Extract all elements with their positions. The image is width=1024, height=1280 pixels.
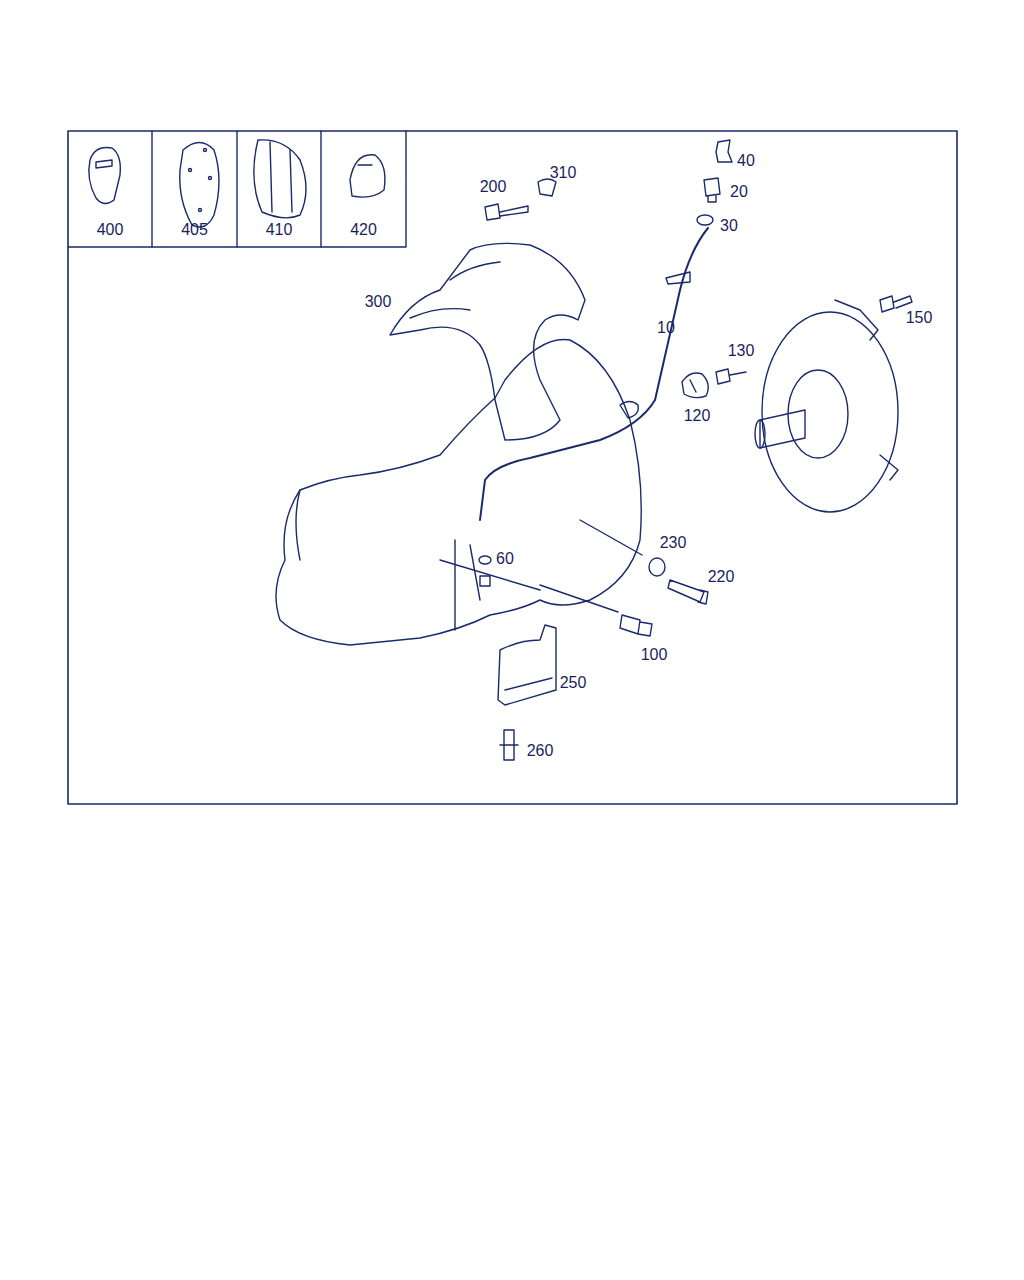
callout-number: 130 (728, 343, 755, 359)
callout-number: 200 (480, 179, 507, 195)
callout-number: 150 (906, 310, 933, 326)
callout-number: 220 (708, 569, 735, 585)
dipstick-tube (480, 228, 708, 520)
inset-cell: 405 (152, 131, 237, 247)
callout-number: 420 (321, 222, 406, 238)
callout-number: 30 (720, 218, 738, 234)
callout-number: 300 (365, 294, 392, 310)
callout-number: 60 (496, 551, 514, 567)
callout-number: 260 (527, 743, 554, 759)
inset-strip (68, 131, 406, 247)
inset-cell: 410 (237, 131, 321, 247)
callout-number: 410 (237, 222, 321, 238)
shield (390, 243, 585, 440)
bracket (498, 625, 556, 705)
callout-number: 405 (152, 222, 237, 238)
callout-number: 250 (560, 675, 587, 691)
frame (68, 131, 957, 804)
callout-number: 230 (660, 535, 687, 551)
callout-number: 40 (737, 153, 755, 169)
callout-number: 20 (730, 184, 748, 200)
torque-converter (762, 312, 898, 512)
callout-number: 100 (641, 647, 668, 663)
transmission-housing (276, 340, 641, 646)
callout-number: 120 (684, 408, 711, 424)
callout-number: 310 (550, 165, 577, 181)
callout-number: 10 (657, 320, 675, 336)
inset-cell: 420 (321, 131, 406, 247)
inset-cell: 400 (68, 131, 152, 247)
callout-number: 400 (68, 222, 152, 238)
